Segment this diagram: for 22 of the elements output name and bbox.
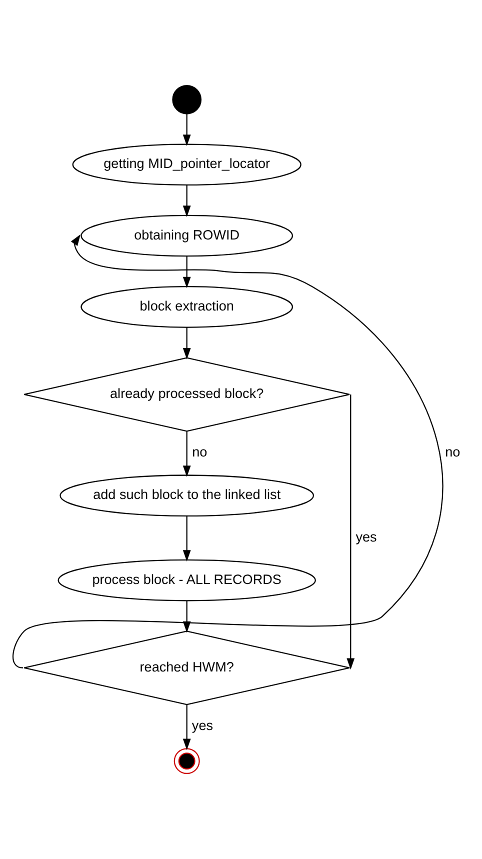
edge-label: no xyxy=(445,444,460,460)
edge-label: yes xyxy=(192,718,214,734)
node-ellipse: add such block to the linked list xyxy=(60,474,314,516)
arrow xyxy=(182,516,191,562)
node-ellipse: getting MID_pointer_locator xyxy=(72,144,302,186)
arrow xyxy=(182,431,191,477)
arrow xyxy=(346,394,355,670)
node-circle xyxy=(174,748,200,774)
arrow xyxy=(182,185,191,217)
node-circle xyxy=(172,84,202,114)
node-diamond: already processed block? xyxy=(24,357,350,432)
arrow xyxy=(182,327,191,360)
arrow xyxy=(182,114,191,146)
edge-label: yes xyxy=(356,529,377,544)
arrow xyxy=(182,256,191,288)
node-diamond: reached HWM? xyxy=(24,630,350,706)
arrow xyxy=(13,234,443,668)
node-ellipse: process block - ALL RECORDS xyxy=(58,559,316,602)
node-ellipse: obtaining ROWID xyxy=(80,214,294,257)
edge-label: no xyxy=(192,444,208,460)
node-ellipse: block extraction xyxy=(80,286,294,328)
arrow xyxy=(182,704,191,750)
